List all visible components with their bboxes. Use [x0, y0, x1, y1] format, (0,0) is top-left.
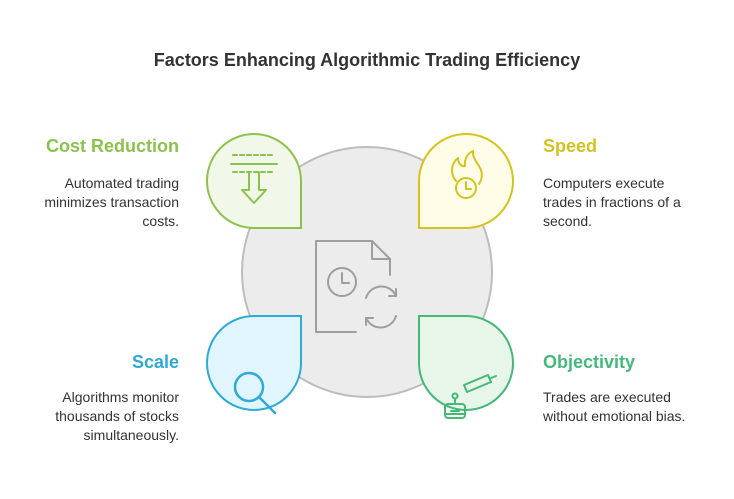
fire-clock-icon	[450, 150, 483, 199]
speed-node	[418, 133, 515, 229]
magnifier-icon	[233, 371, 277, 415]
description-line: thousands of stocks	[55, 408, 179, 424]
scale-heading: Scale	[131, 352, 179, 372]
objectivity-description: Trades are executed without emotional bi…	[543, 388, 685, 426]
objectivity-node	[418, 315, 514, 419]
scale-description: Algorithms monitor thousands of stocks s…	[55, 388, 179, 445]
cost-reduction-node	[205, 133, 302, 229]
description-line: Automated trading	[64, 175, 179, 191]
cost-reduction-heading: Cost Reduction	[46, 136, 179, 156]
description-line: costs.	[142, 213, 179, 229]
description-line: Algorithms monitor	[62, 389, 179, 405]
description-line: Computers execute	[543, 175, 665, 191]
description-line: without emotional bias.	[543, 408, 686, 424]
document-clock-refresh-icon	[315, 240, 397, 333]
scale-node	[206, 315, 302, 415]
description-line: trades in fractions of a	[543, 194, 681, 210]
cost-reduction-description: Automated trading minimizes transaction …	[44, 174, 179, 231]
description-line: second.	[543, 213, 593, 229]
objectivity-heading: Objectivity	[543, 352, 636, 372]
speed-heading: Speed	[543, 136, 598, 156]
arrow-down-to-line-icon	[230, 154, 278, 204]
description-line: simultaneously.	[83, 427, 179, 443]
description-line: Trades are executed	[543, 389, 671, 405]
speed-description: Computers execute trades in fractions of…	[543, 174, 681, 231]
page-title: Factors Enhancing Algorithmic Trading Ef…	[153, 50, 581, 70]
robot-camera-icon	[444, 374, 497, 419]
description-line: minimizes transaction	[44, 194, 179, 210]
